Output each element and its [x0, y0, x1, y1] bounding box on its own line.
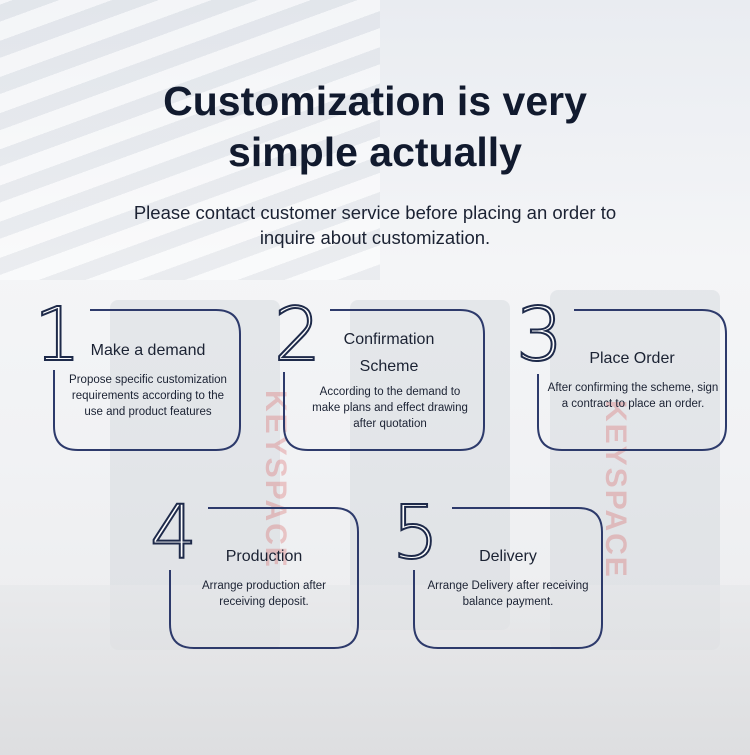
step-frame	[283, 309, 485, 451]
step-description: After confirming the scheme, sign a cont…	[547, 382, 719, 410]
step-number: 1	[33, 292, 82, 378]
page-title-line: Customization is very	[163, 78, 587, 124]
intro-line: inquire about customization.	[259, 227, 491, 248]
background-floor	[0, 585, 750, 755]
step-title: Place Order	[589, 350, 675, 367]
background-ceiling	[0, 0, 380, 280]
step-title: Confirmation Scheme	[343, 331, 435, 375]
page-title-line: simple actually	[228, 129, 522, 175]
step-description: According to the demand to make plans an…	[312, 386, 468, 430]
background-brand-text: KEYSPACE	[599, 400, 632, 579]
intro-text: Please contact customer service before p…	[80, 200, 670, 250]
step-title: Make a demand	[90, 342, 206, 359]
step-frame	[413, 507, 603, 649]
page-title: Customization is very simple actually	[0, 76, 750, 178]
step-title: Production	[225, 548, 303, 565]
step-description: Propose specific customization requireme…	[69, 374, 227, 418]
step-number: 4	[149, 490, 198, 576]
step-number: 2	[273, 292, 322, 378]
step-description: Arrange production after receiving depos…	[201, 580, 327, 608]
background-brand-text: KEYSPACE	[259, 390, 292, 569]
step-number: 3	[515, 292, 564, 378]
step-frame	[53, 309, 241, 451]
step-title: Delivery	[479, 548, 537, 565]
step-number: 5	[391, 490, 440, 576]
step-frame	[537, 309, 727, 451]
intro-line: Please contact customer service before p…	[133, 202, 617, 223]
step-frame	[169, 507, 359, 649]
step-description: Arrange Delivery after receiving balance…	[427, 580, 589, 608]
